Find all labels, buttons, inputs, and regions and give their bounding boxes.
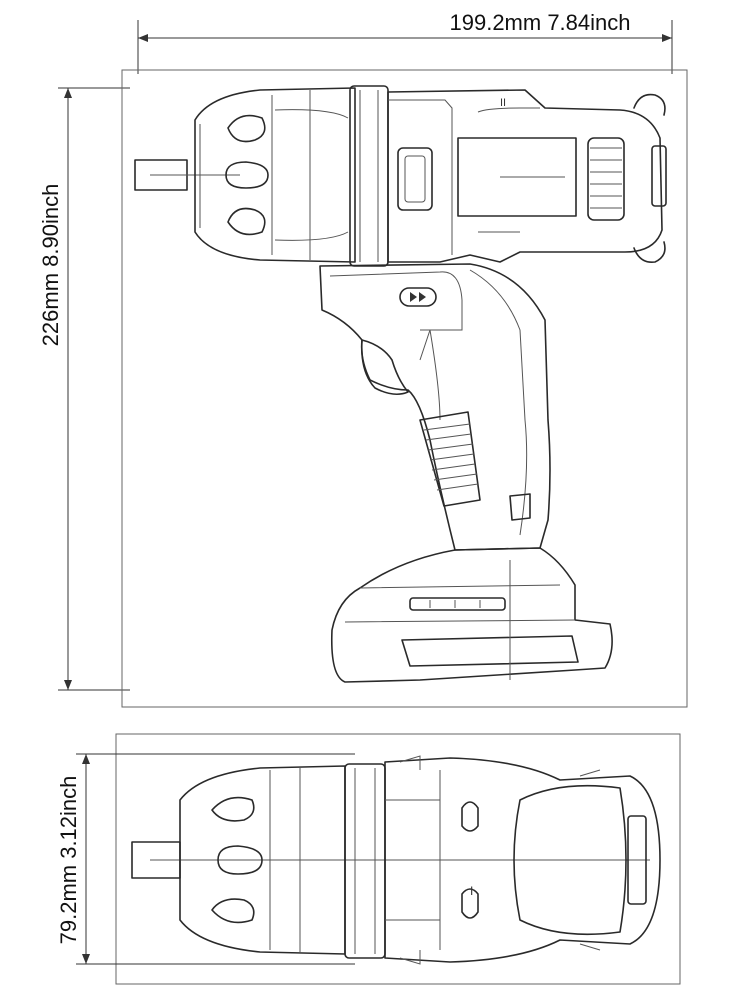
side-window bbox=[397, 147, 433, 211]
motor-housing-top bbox=[384, 757, 661, 963]
width-dimension: 79.2mm 3.12inch bbox=[56, 753, 355, 965]
vent-slots bbox=[587, 137, 625, 221]
rear-clip-top bbox=[627, 815, 647, 905]
height-label: 226mm 8.90inch bbox=[38, 184, 63, 347]
svg-text:II: II bbox=[500, 97, 506, 109]
trigger[interactable] bbox=[360, 339, 409, 396]
top-view-frame bbox=[115, 733, 681, 985]
svg-text:I: I bbox=[470, 884, 473, 898]
handle bbox=[319, 263, 551, 551]
top-view: I bbox=[131, 755, 661, 965]
side-panel bbox=[457, 137, 577, 217]
battery-base bbox=[330, 547, 613, 683]
grip-badge bbox=[509, 493, 531, 521]
collar-top bbox=[344, 763, 386, 959]
battery-release bbox=[401, 635, 579, 667]
side-view-frame bbox=[121, 69, 688, 708]
hammer-case bbox=[194, 87, 356, 263]
height-dimension: 226mm 8.90inch bbox=[38, 87, 130, 691]
double-arrow-icon[interactable] bbox=[399, 287, 437, 307]
motor-housing bbox=[387, 89, 663, 263]
length-dimension: 199.2mm 7.84inch bbox=[137, 10, 673, 74]
length-label: 199.2mm 7.84inch bbox=[450, 10, 631, 35]
rear-cap-top bbox=[513, 784, 627, 936]
rear-clip bbox=[651, 145, 667, 207]
grip-texture bbox=[419, 411, 481, 507]
width-label: 79.2mm 3.12inch bbox=[56, 776, 81, 945]
side-view: II bbox=[134, 85, 667, 683]
battery-indicator bbox=[409, 597, 506, 611]
